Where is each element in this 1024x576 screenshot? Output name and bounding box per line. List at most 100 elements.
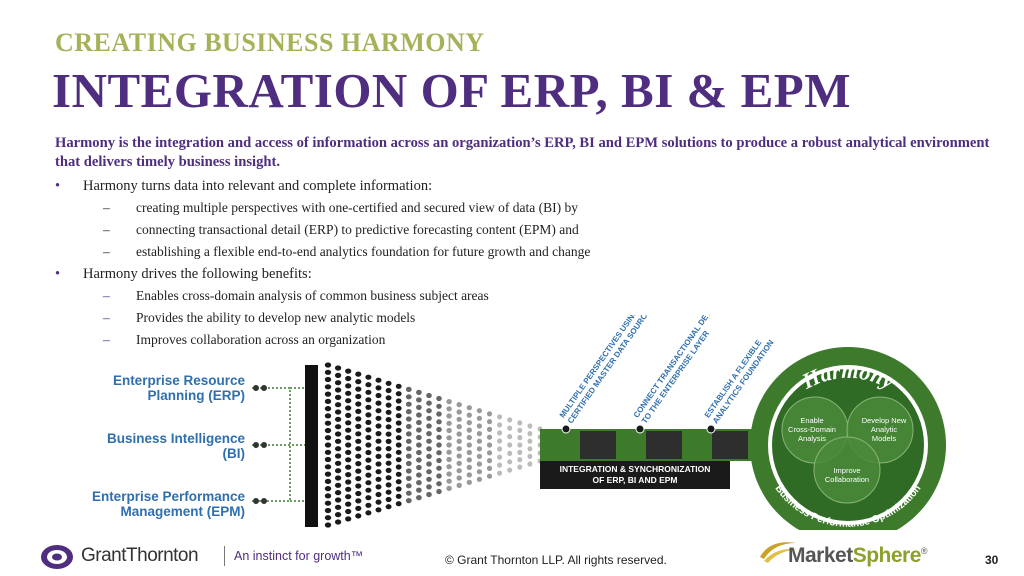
funnel-dot xyxy=(395,427,402,433)
funnel-dot xyxy=(395,420,402,426)
funnel-dot xyxy=(375,507,382,513)
funnel-dot xyxy=(385,489,392,495)
pipe-label-2: OF ERP, BI AND EPM xyxy=(592,475,677,485)
funnel-dot xyxy=(456,409,462,415)
funnel-dot xyxy=(345,375,352,382)
funnel-dot xyxy=(426,415,432,421)
funnel-dot xyxy=(375,408,382,414)
funnel-dot xyxy=(416,419,422,426)
source-label-epm-1: Enterprise Performance xyxy=(92,489,246,504)
funnel-dot xyxy=(517,420,523,426)
funnel-dot xyxy=(416,480,422,486)
funnel-dot xyxy=(385,380,392,386)
funnel-dot xyxy=(345,486,352,492)
funnel-dot xyxy=(385,387,392,394)
pipe-label-1: INTEGRATION & SYNCHRONIZATION xyxy=(560,464,711,474)
funnel-dot xyxy=(355,498,362,504)
funnel-dot xyxy=(527,453,533,459)
funnel-dot xyxy=(375,461,382,467)
funnel-dot xyxy=(334,453,342,459)
funnel-dot xyxy=(476,423,483,429)
funnel-dot xyxy=(365,442,372,448)
funnel-dot xyxy=(405,475,412,481)
funnel-dot xyxy=(395,501,402,507)
funnel-dot xyxy=(385,424,392,430)
funnel-dot xyxy=(416,434,422,441)
funnel-dot xyxy=(324,442,332,448)
funnel-dot xyxy=(355,453,362,459)
funnel-dot xyxy=(345,464,352,470)
funnel-dot xyxy=(456,468,462,474)
funnel-dot xyxy=(324,522,332,528)
funnel-dot xyxy=(395,405,402,411)
funnel-dot xyxy=(334,482,342,488)
funnel-dot xyxy=(405,490,412,496)
funnel-dot xyxy=(446,485,452,491)
funnel-dot xyxy=(365,502,372,508)
funnel-dot xyxy=(375,377,382,383)
funnel-dot xyxy=(375,385,382,391)
funnel-dot xyxy=(497,470,503,476)
funnel-dot xyxy=(355,468,362,474)
funnel-dot xyxy=(334,409,342,415)
funnel-dot xyxy=(324,406,332,412)
funnel-dot xyxy=(507,450,513,456)
sub-bullet-text: Provides the ability to develop new anal… xyxy=(136,310,416,325)
funnel-dot xyxy=(375,491,382,498)
funnel-dot xyxy=(426,484,432,490)
sub-bullet-item: –connecting transactional detail (ERP) t… xyxy=(55,219,755,241)
step-label-3a: ESTABLISH A FLEXIBLE xyxy=(703,338,764,420)
funnel-dot xyxy=(385,504,392,510)
funnel-dot xyxy=(324,449,332,455)
funnel-dot xyxy=(345,501,352,507)
funnel-dot xyxy=(517,457,523,463)
funnel-dot xyxy=(486,473,493,479)
funnel-dot xyxy=(324,427,332,434)
venn-3-line1: Improve xyxy=(833,466,860,475)
venn-1-line3: Analysis xyxy=(798,434,826,443)
funnel-dot xyxy=(476,469,483,475)
funnel-dot xyxy=(324,493,332,499)
funnel-dot xyxy=(405,498,412,504)
funnel-dot xyxy=(436,403,442,409)
funnel-dot xyxy=(517,435,523,441)
funnel-dot xyxy=(375,438,382,444)
funnel-dot xyxy=(345,472,352,478)
funnel-dot xyxy=(375,446,382,452)
funnel-dot xyxy=(416,457,422,463)
funnel-dot xyxy=(365,427,372,433)
funnel-dot xyxy=(476,408,483,414)
funnel-dot xyxy=(416,389,422,395)
funnel-dot xyxy=(324,471,332,477)
funnel-dot xyxy=(355,393,362,400)
funnel-dot xyxy=(466,412,472,418)
funnel-dot xyxy=(416,442,422,448)
funnel-dot xyxy=(476,438,483,444)
harmony-diagram: Enterprise Resource Planning (ERP) Busin… xyxy=(0,299,1024,543)
funnel-dot xyxy=(405,453,412,459)
funnel-dot xyxy=(395,391,402,397)
funnel-dot xyxy=(355,431,362,437)
funnel-dot xyxy=(324,384,332,390)
funnel-dot xyxy=(486,411,493,417)
funnel-dot xyxy=(385,395,392,401)
funnel-dot xyxy=(345,398,352,404)
funnel-dot xyxy=(486,419,493,425)
funnel-dot xyxy=(375,415,382,421)
funnel-dot xyxy=(395,471,402,477)
sub-bullet-text: connecting transactional detail (ERP) to… xyxy=(136,222,579,237)
pipe-segments xyxy=(580,431,748,459)
funnel-dot xyxy=(476,431,483,437)
funnel-dot xyxy=(527,431,533,437)
source-label-bi-2: (BI) xyxy=(223,446,246,461)
funnel-dot xyxy=(375,392,382,399)
funnel-dot xyxy=(355,446,362,452)
funnel-dot xyxy=(416,472,422,478)
funnel-dot xyxy=(365,480,372,486)
dash-icon: – xyxy=(103,244,110,259)
funnel-dot xyxy=(446,471,452,477)
funnel-dot xyxy=(416,427,422,433)
bullet-list: •Harmony turns data into relevant and co… xyxy=(55,175,755,351)
funnel-dot xyxy=(334,519,342,525)
funnel-dot xyxy=(446,478,452,484)
